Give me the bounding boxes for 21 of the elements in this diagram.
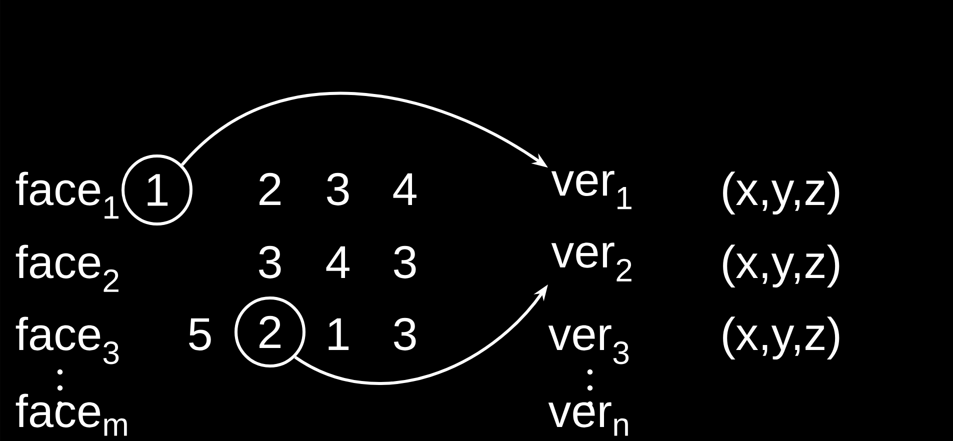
label: (x,y,z) — [723, 244, 840, 288]
label: 2 — [260, 172, 280, 205]
label: 3 — [394, 246, 416, 278]
label: 4 — [393, 173, 416, 205]
label: (x,y,z) — [723, 316, 840, 360]
label: ver$_{n}$ — [548, 402, 628, 436]
label: 3 — [258, 246, 281, 278]
label: 3 — [326, 172, 349, 206]
label: ver$_{3}$ — [548, 325, 629, 364]
label: face$_{2}$ — [16, 244, 118, 292]
label: 3 — [394, 318, 416, 350]
label: 4 — [326, 246, 350, 278]
label: face$_{m}$ — [16, 394, 127, 436]
label: (x,y,z) — [723, 172, 840, 215]
label: 5 — [189, 318, 211, 350]
circled-number: 2 — [234, 296, 306, 368]
circled-number: 1 — [122, 154, 192, 226]
label: 1 — [328, 318, 349, 350]
vertex-label: ver$_{2}$ — [551, 242, 632, 282]
vertex-label: ver$_{1}$ — [551, 170, 632, 210]
label: face$_{3}$ — [16, 316, 119, 364]
